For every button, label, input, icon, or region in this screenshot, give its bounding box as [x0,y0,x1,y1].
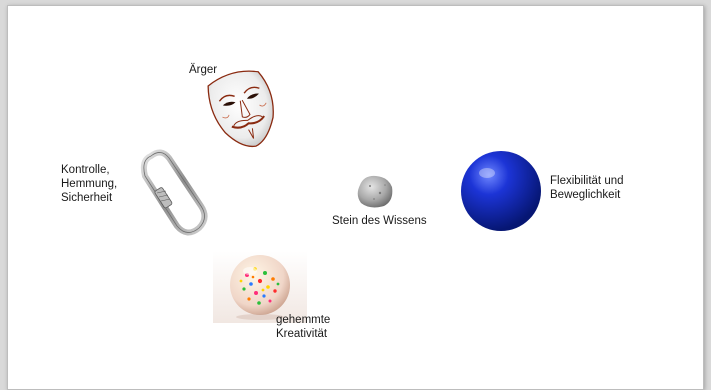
label-control-line3: Sicherheit [61,191,117,205]
label-control-line1: Kontrolle, [61,163,117,177]
blue-ball-icon [458,148,544,234]
mask-icon [203,70,285,148]
label-control: Kontrolle, Hemmung, Sicherheit [61,163,117,205]
label-creativity: gehemmte Kreativität [276,313,330,341]
carabiner-icon [137,146,217,236]
label-creativity-line1: gehemmte [276,313,330,327]
label-flexibility-line1: Flexibilität und [550,174,624,188]
label-control-line2: Hemmung, [61,177,117,191]
label-flexibility-line2: Beweglichkeit [550,188,624,202]
label-stone: Stein des Wissens [332,214,427,228]
label-flexibility: Flexibilität und Beweglichkeit [550,174,624,202]
stone-icon [352,171,396,211]
label-creativity-line2: Kreativität [276,327,330,341]
slide-canvas: Ärger Kontrolle, Hemmung, Sicherheit [7,5,704,390]
